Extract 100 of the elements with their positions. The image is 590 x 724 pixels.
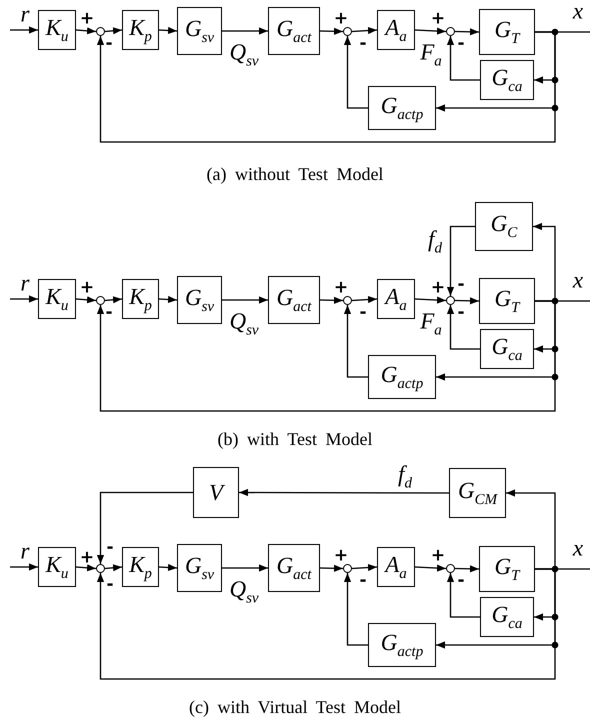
sign-label: + <box>430 280 446 296</box>
signal-arrow <box>533 222 556 302</box>
signal-label: r <box>20 272 30 294</box>
transfer-function-block <box>479 546 535 592</box>
caption: (a) without Test Model <box>206 165 384 183</box>
signal-label: F$_{a}$ <box>420 310 442 338</box>
block-label: G$_{actp}$ <box>380 630 424 660</box>
sign-label: + <box>334 548 348 564</box>
signal-arrow <box>352 564 378 572</box>
sign-label: + <box>430 10 446 28</box>
block-label: A$_{a}$ <box>385 284 407 314</box>
block-label: G$_{act}$ <box>276 16 312 46</box>
transfer-function-block <box>122 547 159 587</box>
signal-arrow <box>344 573 368 646</box>
summing-junction <box>96 564 105 573</box>
transfer-function-block <box>122 279 159 319</box>
signal-arrow <box>104 27 122 34</box>
transfer-function-block <box>480 60 534 100</box>
transfer-function-block <box>268 7 320 55</box>
sign-label: + <box>334 280 348 296</box>
sign-label: - <box>359 572 367 590</box>
summing-junction <box>96 296 105 305</box>
signal-arrow <box>10 563 38 571</box>
signal-arrow <box>454 565 480 572</box>
block-label: G$_{sv}$ <box>184 16 214 46</box>
signal-arrow <box>454 28 480 36</box>
transfer-function-block <box>177 7 222 55</box>
summing-junction <box>343 564 352 573</box>
transfer-function-block <box>479 9 535 55</box>
summing-junction <box>446 296 455 305</box>
block-label: G$_{sv}$ <box>184 554 214 582</box>
block-label: G$_{C}$ <box>490 212 518 241</box>
signal-arrow <box>222 296 268 304</box>
transfer-function-block <box>122 10 159 50</box>
sign-label: + <box>80 10 94 28</box>
signal-arrow <box>414 27 446 35</box>
signal-arrow <box>222 27 268 35</box>
signal-arrow <box>158 26 178 34</box>
sign-label: - <box>359 36 367 52</box>
sign-label: - <box>106 540 114 556</box>
signal-label: Q$_{sv}$ <box>229 578 259 606</box>
transfer-function-block <box>377 10 415 50</box>
sign-label: + <box>80 280 94 296</box>
signal-label: f$_{d}$ <box>398 462 412 492</box>
signal-arrow <box>158 296 178 304</box>
signal-label: Q$_{sv}$ <box>229 310 259 338</box>
block-label: G$_{actp}$ <box>380 94 424 122</box>
sign-label: + <box>80 550 94 566</box>
summing-junction <box>446 564 455 573</box>
signal-label: r <box>20 540 30 562</box>
sign-label: - <box>359 304 367 322</box>
summing-junction <box>96 27 105 36</box>
block-label: G$_{ca}$ <box>492 602 522 632</box>
sign-label: - <box>457 304 465 322</box>
sign-label: - <box>457 276 465 294</box>
signal-label: x <box>572 536 584 560</box>
signal-arrow <box>344 36 368 109</box>
signal-arrow <box>454 297 480 304</box>
block-label: G$_{sv}$ <box>184 286 214 314</box>
block-label: K$_{u}$ <box>46 284 68 314</box>
signal-arrow <box>352 26 378 34</box>
signal-arrow <box>414 296 446 304</box>
summing-junction <box>343 27 352 36</box>
signal-arrow <box>10 26 38 34</box>
block-label: G$_{T}$ <box>494 18 520 46</box>
caption: (c) with Virtual Test Model <box>189 698 401 716</box>
signal-arrow <box>76 564 96 572</box>
block-label: G$_{act}$ <box>276 286 312 314</box>
signal-label: x <box>572 0 584 22</box>
signal-label: x <box>572 268 584 292</box>
signal-arrow <box>76 27 96 34</box>
signal-arrow <box>352 296 378 304</box>
signal-arrow <box>414 564 446 572</box>
signal-arrow <box>506 489 556 570</box>
signal-arrow <box>222 564 268 572</box>
sign-label: + <box>430 548 446 564</box>
block-label: G$_{CM}$ <box>458 478 498 508</box>
block-label: G$_{ca}$ <box>492 66 522 94</box>
transfer-function-block <box>38 547 76 587</box>
transfer-function-block <box>368 355 436 399</box>
transfer-function-block <box>449 468 506 518</box>
sign-label: - <box>457 572 465 590</box>
signal-arrow <box>446 305 480 350</box>
transfer-function-block <box>377 279 415 319</box>
signal-label: F$_{a}$ <box>420 40 442 70</box>
signal-arrow <box>96 31 556 143</box>
signal-arrow <box>320 296 344 304</box>
signal-arrow <box>320 28 344 35</box>
transfer-function-block <box>377 547 415 587</box>
transfer-function-block <box>38 10 76 50</box>
signal-arrow <box>320 564 344 572</box>
signal-arrow <box>446 226 475 296</box>
transfer-function-block <box>177 544 222 592</box>
transfer-function-block <box>480 597 534 637</box>
signal-arrow <box>104 296 122 304</box>
caption: (b) with Test Model <box>218 430 372 448</box>
transfer-function-block <box>268 276 320 324</box>
transfer-function-block <box>368 623 436 667</box>
sign-label: + <box>334 10 348 28</box>
block-label: K$_{p}$ <box>129 16 152 44</box>
